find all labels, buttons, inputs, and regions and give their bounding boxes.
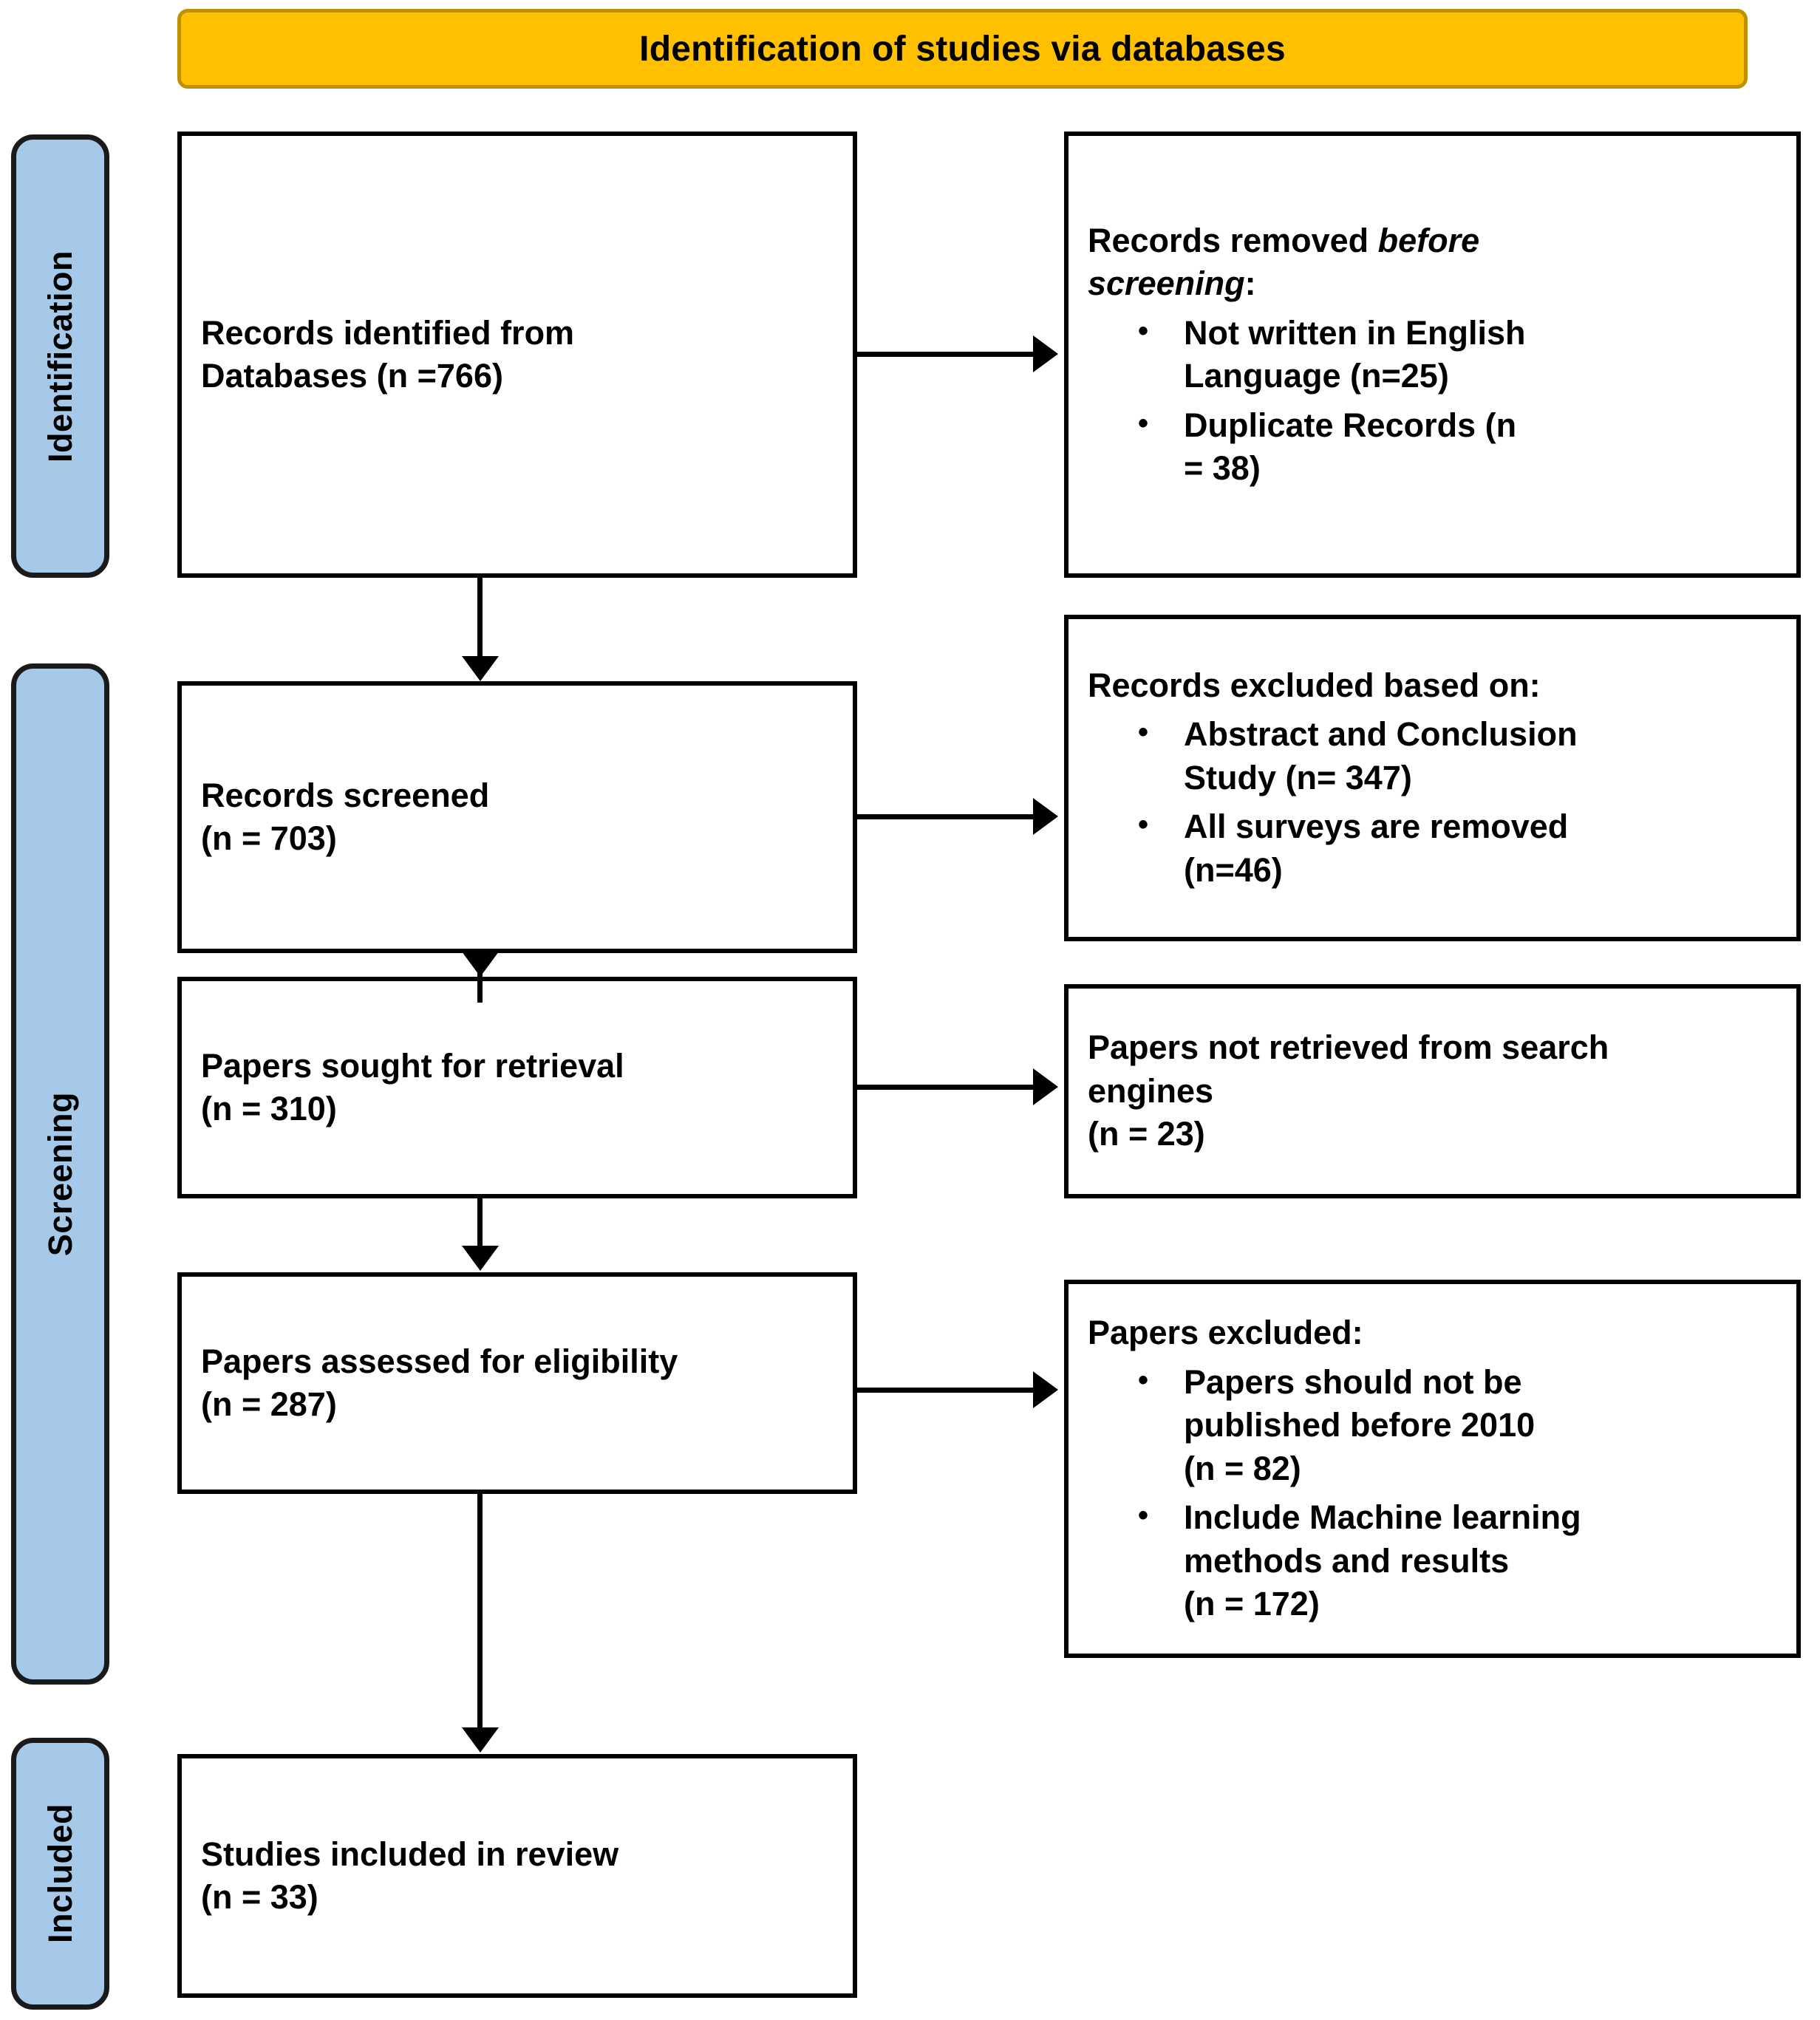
node-records-screened-text: Records screened (n = 703)	[201, 776, 490, 858]
banner-title: Identification of studies via databases	[639, 29, 1286, 69]
node-records-excluded-heading: Records excluded based on:	[1088, 666, 1541, 704]
list-item: Not written in English Language (n=25)	[1138, 312, 1777, 398]
arrowhead-down-icon	[462, 1727, 499, 1753]
stage-rail-included: Included	[11, 1738, 109, 2010]
arrowhead-right-icon	[1033, 798, 1058, 835]
node-records-removed-bullets: Not written in English Language (n=25) D…	[1088, 306, 1777, 491]
node-records-removed-heading-part2: :	[1244, 265, 1256, 302]
node-records-excluded-bullets: Abstract and Conclusion Study (n= 347) A…	[1088, 707, 1777, 892]
node-papers-sought-text: Papers sought for retrieval (n = 310)	[201, 1046, 624, 1128]
node-records-identified: Records identified from Databases (n =76…	[177, 132, 857, 578]
connector-assessed-to-excluded	[857, 1388, 1035, 1393]
node-papers-assessed-text: Papers assessed for eligibility (n = 287…	[201, 1342, 678, 1424]
node-records-removed-heading-italic: before screening	[1088, 221, 1480, 303]
arrowhead-right-icon	[1033, 1371, 1058, 1408]
stage-rail-included-label: Included	[41, 1804, 79, 1944]
node-records-screened: Records screened (n = 703)	[177, 681, 857, 953]
connector-sought-to-assessed	[477, 1198, 483, 1246]
node-records-removed-heading-part1: Records removed	[1088, 221, 1378, 259]
node-papers-excluded: Papers excluded: Papers should not be pu…	[1064, 1280, 1801, 1658]
list-item: All surveys are removed (n=46)	[1138, 805, 1777, 892]
arrowhead-right-icon	[1033, 335, 1058, 372]
arrowhead-right-icon	[1033, 1068, 1058, 1105]
node-papers-assessed: Papers assessed for eligibility (n = 287…	[177, 1272, 857, 1494]
stage-rail-screening: Screening	[11, 663, 109, 1685]
list-item: Include Machine learning methods and res…	[1138, 1496, 1777, 1626]
node-records-excluded: Records excluded based on: Abstract and …	[1064, 615, 1801, 941]
list-item: Papers should not be published before 20…	[1138, 1361, 1777, 1491]
connector-identified-to-removed	[857, 352, 1035, 357]
arrowhead-down-icon	[462, 952, 499, 977]
arrowhead-down-icon	[462, 1246, 499, 1271]
stage-rail-identification-label: Identification	[41, 250, 79, 463]
connector-screened-to-excluded	[857, 814, 1035, 819]
diagram-banner: Identification of studies via databases	[177, 9, 1748, 89]
list-item: Duplicate Records (n = 38)	[1138, 404, 1777, 491]
node-papers-not-retrieved-text: Papers not retrieved from search engines…	[1088, 1028, 1609, 1153]
node-records-identified-text: Records identified from Databases (n =76…	[201, 313, 575, 395]
connector-identified-to-screened	[477, 578, 483, 659]
node-records-removed-heading: Records removed before screening:	[1088, 219, 1777, 306]
node-studies-included: Studies included in review (n = 33)	[177, 1754, 857, 1998]
stage-rail-identification: Identification	[11, 134, 109, 578]
node-studies-included-text: Studies included in review (n = 33)	[201, 1835, 619, 1917]
node-papers-sought: Papers sought for retrieval (n = 310)	[177, 977, 857, 1198]
arrowhead-down-icon	[462, 656, 499, 681]
node-records-removed: Records removed before screening: Not wr…	[1064, 132, 1801, 578]
node-papers-excluded-heading: Papers excluded:	[1088, 1314, 1363, 1352]
stage-rail-screening-label: Screening	[41, 1091, 79, 1257]
node-papers-excluded-bullets: Papers should not be published before 20…	[1088, 1355, 1777, 1626]
connector-assessed-to-included	[477, 1494, 483, 1729]
connector-screened-to-sought	[477, 953, 483, 1003]
connector-sought-to-not-retrieved	[857, 1085, 1035, 1090]
node-papers-not-retrieved: Papers not retrieved from search engines…	[1064, 984, 1801, 1198]
list-item: Abstract and Conclusion Study (n= 347)	[1138, 713, 1777, 799]
